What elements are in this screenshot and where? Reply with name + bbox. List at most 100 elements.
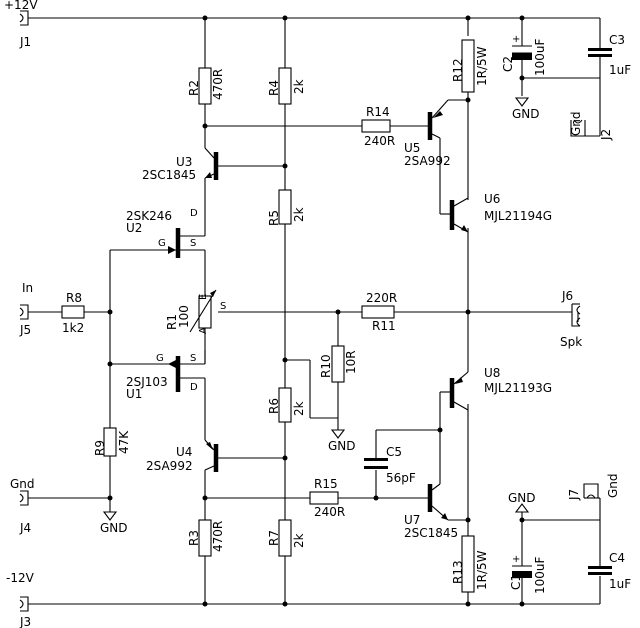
connector-j3[interactable]: -12V J3 [6,571,35,628]
resistor-r6-value: 2k [292,401,306,416]
connector-j5[interactable]: In J5 [19,281,33,337]
capacitor-c2[interactable]: + C2 100uF [501,34,547,76]
connector-j4[interactable]: Gnd J4 [10,477,35,535]
connector-j1[interactable]: +12V J1 [4,0,38,49]
resistor-r4-value: 2k [292,79,306,94]
transistor-u6-ref: U6 [484,192,500,206]
resistor-r14[interactable]: R14 240R [361,105,395,148]
resistor-r15-value: 240R [314,505,345,519]
connector-j2-label: Gnd [569,111,583,136]
capacitor-c4[interactable]: C4 1uF [588,551,631,591]
resistor-r9-value: 47K [117,430,131,454]
resistor-r3[interactable]: R3 470R [187,519,225,557]
connector-j7[interactable]: Gnd J7 [567,473,620,501]
capacitor-c2-value: 100uF [533,38,547,76]
resistor-r5-ref: R5 [267,210,281,226]
resistor-r4[interactable]: R4 2k [267,67,306,105]
capacitor-c5-ref: C5 [386,445,402,459]
resistor-r11[interactable]: 220R R11 [361,291,397,333]
resistor-r11-value: 220R [366,291,397,305]
transistor-u1-pin-d: D [190,382,198,393]
resistor-r2[interactable]: R2 470R [187,67,225,105]
junction-dots [107,15,525,607]
capacitor-c5[interactable]: C5 56pF [364,445,416,485]
capacitor-c3-value: 1uF [609,63,631,77]
transistor-u3-part: 2SC1845 [142,168,196,182]
resistor-r7[interactable]: R7 2k [267,519,306,557]
connector-j2-ref: J2 [599,129,613,141]
transistor-u1-pin-s: S [190,353,196,364]
connector-j5-ref: J5 [19,323,31,337]
ground-symbol-top: GND [512,97,540,121]
resistor-r10[interactable]: R10 10R [319,345,358,383]
transistor-u1-ref: U1 [126,387,142,401]
transistor-u4-ref: U4 [176,445,192,459]
transistor-u3[interactable]: U3 2SC1845 [142,147,219,182]
capacitor-c3[interactable]: C3 1uF [588,33,631,77]
connector-j5-label: In [22,281,33,295]
ground-top-label: GND [512,107,540,121]
transistor-u8-part: MJL21193G [484,381,552,395]
transistor-u5[interactable]: U5 2SA992 [404,99,451,168]
transistor-u4-part: 2SA992 [146,459,193,473]
ground-bottom-label: GND [508,491,536,505]
resistor-r6-ref: R6 [267,398,281,414]
potentiometer-r1-pin-s: S [220,301,226,312]
resistor-r15[interactable]: R15 240R [309,477,345,519]
resistor-r3-value: 470R [211,521,225,552]
capacitor-c4-ref: C4 [609,551,625,565]
resistor-r9[interactable]: R9 47K [93,427,131,457]
resistor-r5[interactable]: R5 2k [267,189,306,226]
transistor-u2-pin-s: S [190,238,196,249]
resistor-r2-value: 470R [211,69,225,100]
connector-j6-ref: J6 [561,289,573,303]
ground-input-label: GND [100,521,128,535]
resistor-r8[interactable]: R8 1k2 [61,291,85,335]
transistor-u1-pin-g: G [156,353,164,364]
capacitor-c3-ref: C3 [609,33,625,47]
transistor-u4[interactable]: U4 2SA992 [146,439,219,473]
transistor-u2-ref: U2 [126,221,142,235]
transistor-u2-pin-g: G [158,238,166,249]
capacitor-c5-value: 56pF [386,471,416,485]
resistor-r13[interactable]: R13 1R/5W [451,535,489,593]
ground-r10-label: GND [328,439,356,453]
transistor-u1[interactable]: G S D 2SJ103 U1 [126,353,198,401]
resistor-r6[interactable]: R6 2k [267,387,306,423]
resistor-r10-ref: R10 [319,354,333,378]
resistor-r14-ref: R14 [366,105,390,119]
resistor-r12-value: 1R/5W [475,46,489,86]
resistor-r13-value: 1R/5W [475,550,489,590]
connector-j7-ref: J7 [567,489,581,501]
resistor-r4-ref: R4 [267,80,281,96]
resistor-r2-ref: R2 [187,80,201,96]
transistor-u8-ref: U8 [484,366,500,380]
transistor-u2[interactable]: G S D 2SK246 U2 [126,208,198,258]
transistor-u8[interactable]: U8 MJL21193G [449,366,552,411]
transistor-u1-part: 2SJ103 [126,375,168,389]
capacitor-c1-value: 100uF [533,556,547,594]
transistor-u7-part: 2SC1845 [404,526,458,540]
connector-j6-label: Spk [560,335,582,349]
transistor-u7[interactable]: U7 2SC1845 [404,483,458,540]
resistor-r14-value: 240R [364,134,395,148]
potentiometer-r1[interactable]: R1 100 E A S [165,289,226,334]
potentiometer-r1-pin-a: A [198,327,209,334]
potentiometer-r1-pin-e: E [198,294,209,300]
transistor-u2-pin-d: D [190,208,198,219]
resistor-r13-ref: R13 [451,560,465,584]
connector-j1-label: +12V [4,0,38,12]
potentiometer-r1-value: 100 [177,305,191,328]
capacitor-c1[interactable]: + C1 100uF [509,554,547,594]
resistor-r12[interactable]: R12 1R/5W [451,39,489,93]
resistor-r3-ref: R3 [187,530,201,546]
connector-j2[interactable]: Gnd J2 [569,111,613,141]
connector-j3-ref: J3 [19,615,31,628]
transistor-u6-part: MJL21194G [484,209,552,223]
resistor-r9-ref: R9 [93,440,107,456]
transistor-u6[interactable]: U6 MJL21194G [449,192,552,233]
capacitor-c4-value: 1uF [609,577,631,591]
resistor-r8-value: 1k2 [62,321,84,335]
connector-j6[interactable]: J6 Spk [560,289,582,349]
